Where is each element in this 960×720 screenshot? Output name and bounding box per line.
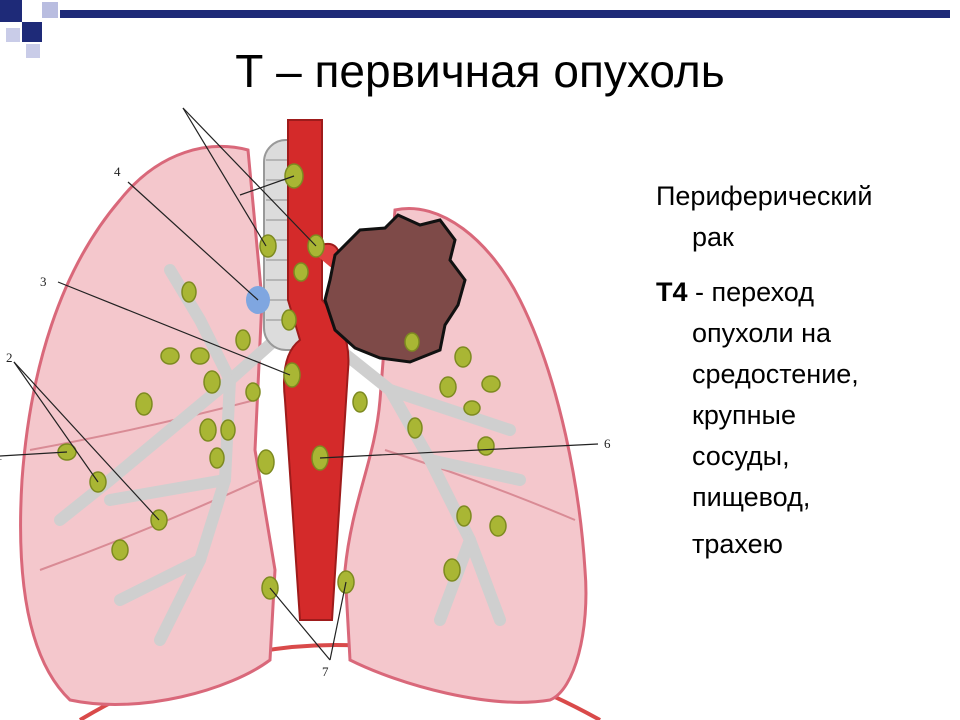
text-line-peripheral: Периферический: [656, 181, 873, 211]
text-line-cancer: рак: [692, 222, 734, 252]
label-2: 2: [6, 350, 13, 365]
text-line-t4: Т4 - переход: [656, 272, 956, 313]
page-title: Т – первичная опухоль: [235, 45, 725, 97]
text-line: трахею: [692, 529, 783, 559]
description-text: Периферический рак Т4 - переход опухоли …: [656, 176, 956, 565]
label-6: 6: [604, 436, 611, 451]
text-line: пищевод,: [692, 482, 811, 512]
lung-diagram: 4 3 2 1 6 7: [0, 107, 611, 720]
label-1: 1: [0, 448, 3, 463]
tumor: [323, 213, 467, 364]
t4-code: Т4: [656, 277, 688, 307]
t4-rest: - переход: [687, 277, 814, 307]
label-7: 7: [322, 664, 329, 679]
text-line: крупные: [692, 400, 796, 430]
header-decoration: [0, 0, 950, 58]
label-4: 4: [114, 164, 121, 179]
label-3: 3: [40, 274, 47, 289]
text-line: опухоли на: [692, 318, 832, 348]
text-line: сосуды,: [692, 441, 790, 471]
text-line: средостение,: [692, 359, 859, 389]
